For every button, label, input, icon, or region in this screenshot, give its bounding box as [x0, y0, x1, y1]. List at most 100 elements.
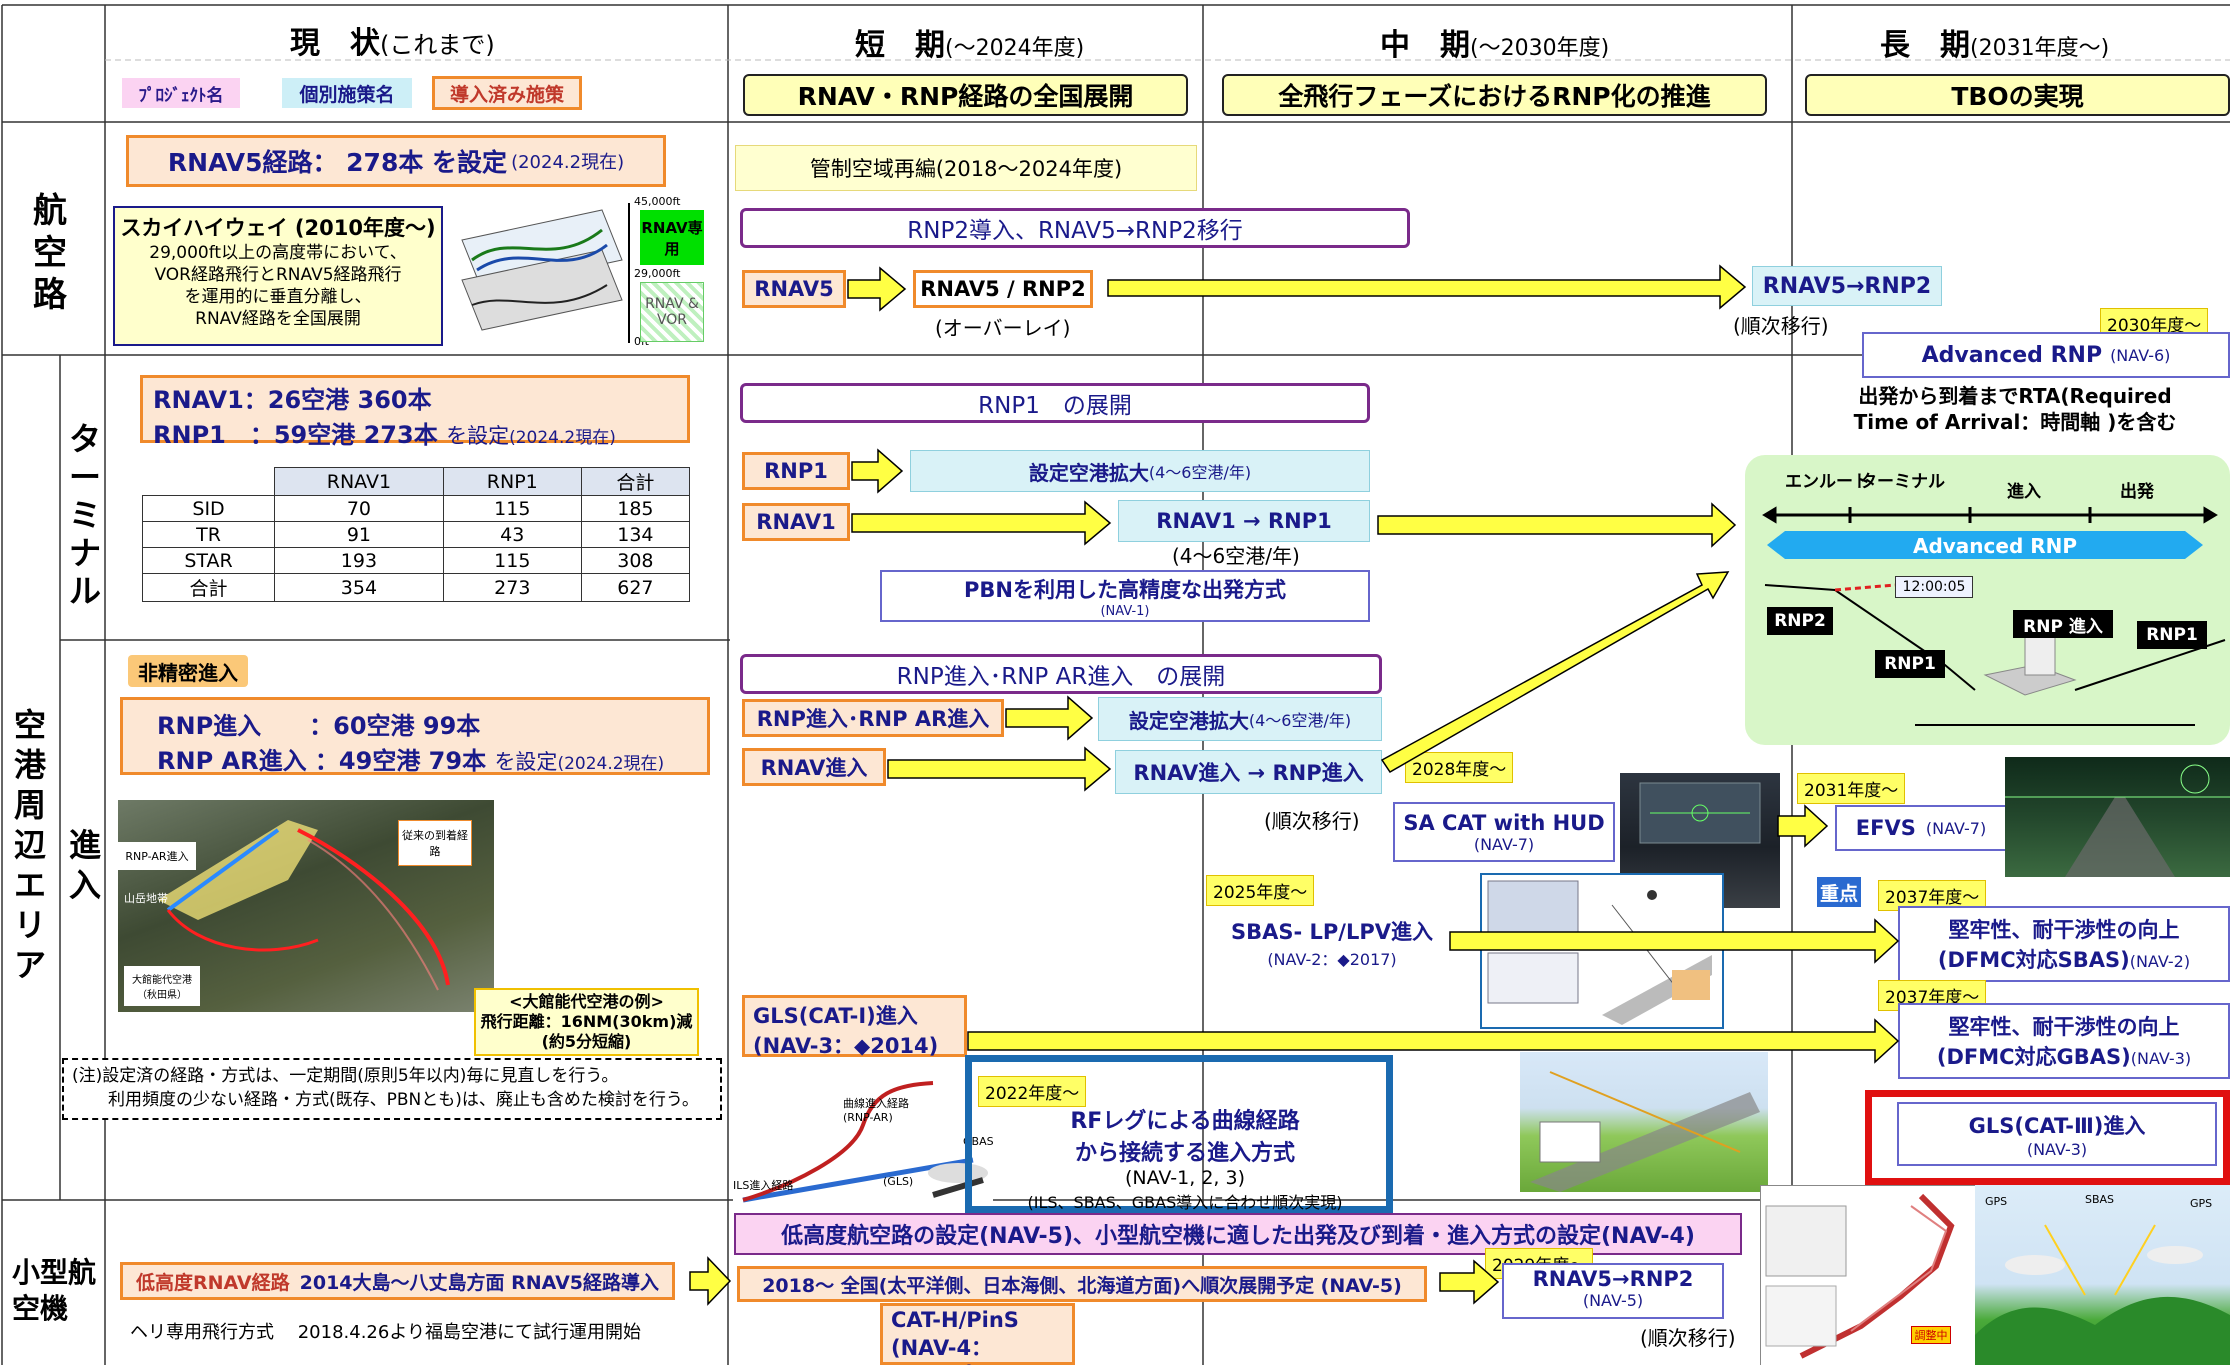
approach-rnav-to-rnp: RNAV進入 → RNP進入	[1115, 750, 1382, 794]
tbo-rnp1-a: RNP1	[1875, 650, 1945, 678]
row-label-airport-area: 空港周辺エリア	[13, 706, 46, 984]
dfmc-sbas: 堅牢性、耐干渉性の向上 (DFMC対応SBAS)(NAV-2)	[1898, 906, 2230, 982]
terminal-rnav1-to-rnp1: RNAV1 → RNP1	[1118, 500, 1370, 542]
tbo-departure: 出発	[2120, 482, 2154, 502]
approach-rnp-ar: RNP進入･RNP AR進入	[742, 699, 1004, 737]
approach-count-box: RNP進入 ：60空港 99本 RNP AR進入 ：49空港 79本 を設定(2…	[120, 697, 710, 775]
terminal-rate2: (4～6空港/年)	[1172, 544, 1300, 568]
gps-label-left: GPS	[1985, 1195, 2008, 1208]
airway-rnav5-rnp2: RNAV5 / RNP2	[913, 270, 1093, 308]
approach-rnav: RNAV進入	[742, 748, 886, 786]
efvs-box: EFVS(NAV-7)	[1835, 805, 2007, 851]
heli-route-photo: GPS SBAS GPS	[1975, 1185, 2230, 1365]
row-label-small: 小型航空機	[12, 1256, 97, 1325]
dfmc-gbas: 堅牢性、耐干渉性の向上 (DFMC対応GBAS)(NAV-3)	[1898, 1003, 2230, 1079]
alt-29000: 29,000ft	[634, 267, 681, 280]
small-plan: 2018～ 全国(太平洋側、日本海側、北海道方面)へ順次展開予定 (NAV-5)	[737, 1266, 1427, 1302]
sbas-year: 2025年度～	[1206, 875, 1315, 906]
adv-rnp-box: Advanced RNP(NAV-6)	[1862, 332, 2230, 378]
alt-axis	[628, 203, 630, 343]
pbn-departure: PBNを利用した高精度な出発方式(NAV-1)	[880, 570, 1370, 622]
map-label-coordinating: 調整中	[1911, 1326, 1951, 1344]
tbo-rnp-app: RNP 進入	[2013, 610, 2113, 638]
rf-year: 2022年度～	[978, 1076, 1087, 1107]
hud-year: 2028年度～	[1405, 752, 1514, 783]
tbo-terminal: ターミナル	[1860, 472, 1945, 492]
tbo-time: 12:00:05	[1895, 576, 1973, 598]
airway-sequential: (順次移行)	[1733, 314, 1829, 338]
diag-ils-label: ILS進入経路	[733, 1179, 794, 1192]
tbo-adv-rnp: Advanced RNP	[1912, 534, 2078, 558]
rnav-vor-band: RNAV & VOR	[640, 282, 704, 342]
rnp-ar-deploy: RNP進入･RNP AR進入 の展開	[740, 654, 1382, 694]
airway-rnav5-to-rnp2: RNAV5→RNP2	[1752, 266, 1942, 306]
rf-leg-diagram: 曲線進入経路(RNP-AR) ILS進入経路 (GLS) GBAS	[733, 1065, 993, 1205]
overlay-label: (オーバーレイ)	[935, 316, 1071, 340]
skyhighway-box: スカイハイウェイ (2010年度～) 29,000ft以上の高度帯において、 V…	[113, 206, 443, 346]
approach-sequential: (順次移行)	[1264, 809, 1360, 833]
heli-note: ヘリ専用飛行方式 2018.4.26より福島空港にて試行運用開始	[130, 1322, 641, 1343]
tbo-rnp2: RNP2	[1767, 607, 1833, 635]
odate-map-photo: RNP-AR進入 従来の到着経路 山岳地帯 大館能代空港（秋田県）	[118, 800, 494, 1012]
map-label-old: 従来の到着経路	[398, 820, 472, 866]
goal-mid: 全飛行フェーズにおけるRNP化の推進	[1222, 74, 1767, 116]
gps-label-right: GPS	[2190, 1197, 2213, 1210]
legend-implemented: 導入済み施策	[432, 76, 582, 110]
efvs-display-photo	[2005, 757, 2230, 877]
terminal-expand: 設定空港拡大(4～6空港/年)	[910, 450, 1370, 492]
gls-cat1: GLS(CAT-Ⅰ)進入 (NAV-3：◆2014)	[742, 995, 967, 1058]
alt-45000: 45,000ft	[634, 195, 681, 208]
terminal-count-box: RNAV1：26空港 360本 RNP1 ：59空港 273本 を設定(2024…	[140, 375, 690, 449]
skyhighway-diagram	[461, 209, 623, 331]
rf-leg-box: RFレグによる曲線経路 から接続する進入方式 (NAV-1, 2, 3) (IL…	[1027, 1109, 1343, 1212]
goal-long: TBOの実現	[1805, 74, 2230, 116]
small-sequential: (順次移行)	[1640, 1326, 1736, 1350]
airway-rnav5-count: RNAV5経路： 278本 を設定(2024.2現在)	[126, 135, 666, 187]
diag-gls-label: (GLS)	[883, 1175, 914, 1188]
nonprecision-label: 非精密進入	[128, 655, 248, 687]
small-rnav5-rnp2: RNAV5→RNP2 (NAV-5)	[1502, 1263, 1724, 1319]
row-label-terminal: ターミナル	[68, 420, 101, 610]
odate-example: <大館能代空港の例>飛行距離：16NM(30km)減(約5分短縮)	[474, 988, 699, 1056]
rnp2-intro: RNP2導入、RNAV5→RNP2移行	[740, 208, 1410, 248]
tbo-enroute: エンルート	[1785, 472, 1870, 492]
tbo-arrows	[1762, 506, 2226, 726]
sa-cat-hud: SA CAT with HUD(NAV-7)	[1393, 802, 1615, 862]
map-label-airport: 大館能代空港（秋田県）	[124, 966, 200, 1006]
tbo-approach: 進入	[2007, 482, 2041, 502]
rnp1-deploy: RNP1 の展開	[740, 383, 1370, 423]
terminal-rnav1: RNAV1	[742, 503, 850, 541]
efvs-year: 2031年度～	[1797, 773, 1906, 804]
gls-cat3-frame	[1865, 1090, 2230, 1185]
header-current: 現 状(これまで)	[290, 26, 495, 61]
rnav-only-band: RNAV専用	[640, 210, 704, 265]
airspace-reorg: 管制空域再編(2018～2024年度)	[735, 145, 1197, 191]
map-label-rnpar: RNP-AR進入	[118, 842, 196, 870]
header-mid: 中 期(～2030年度)	[1380, 28, 1610, 63]
gls-cat3: GLS(CAT-Ⅲ)進入 (NAV-3)	[1897, 1102, 2217, 1166]
sbas-lpv: SBAS- LP/LPV進入 (NAV-2：◆2017)	[1230, 920, 1433, 969]
goal-short: RNAV・RNP経路の全国展開	[743, 74, 1188, 116]
diag-curve-label: 曲線進入経路(RNP-AR)	[843, 1097, 909, 1124]
sbas-label: SBAS	[2085, 1193, 2115, 1206]
terminal-rnp1: RNP1	[742, 452, 850, 490]
row-label-approach: 進入	[68, 826, 101, 904]
legend-project: ﾌﾟﾛｼﾞｪｸﾄ名	[122, 78, 240, 108]
legend-measure: 個別施策名	[282, 78, 412, 108]
note-box: (注)設定済の経路・方式は、一定期間(原則5年以内)毎に見直しを行う。利用頻度の…	[62, 1058, 722, 1120]
approach-expand: 設定空港拡大(4～6空港/年)	[1098, 697, 1382, 741]
priority-badge: 重点	[1817, 877, 1861, 907]
cath-box: CAT-H/PinS (NAV-4：◆2010)	[880, 1303, 1075, 1365]
row-label-airway: 航空路	[33, 191, 67, 315]
dfmc-sbas-year: 2037年度～	[1878, 880, 1987, 911]
header-long: 長 期(2031年度～)	[1880, 28, 2110, 63]
tbo-diagram: エンルート ターミナル 進入 出発 12:00:05 Advanced RNP …	[1745, 455, 2230, 745]
sbas-diagram-photo	[1480, 873, 1724, 1029]
map-label-mountain: 山岳地帯	[124, 892, 168, 905]
header-short: 短 期(～2024年度)	[855, 28, 1085, 63]
